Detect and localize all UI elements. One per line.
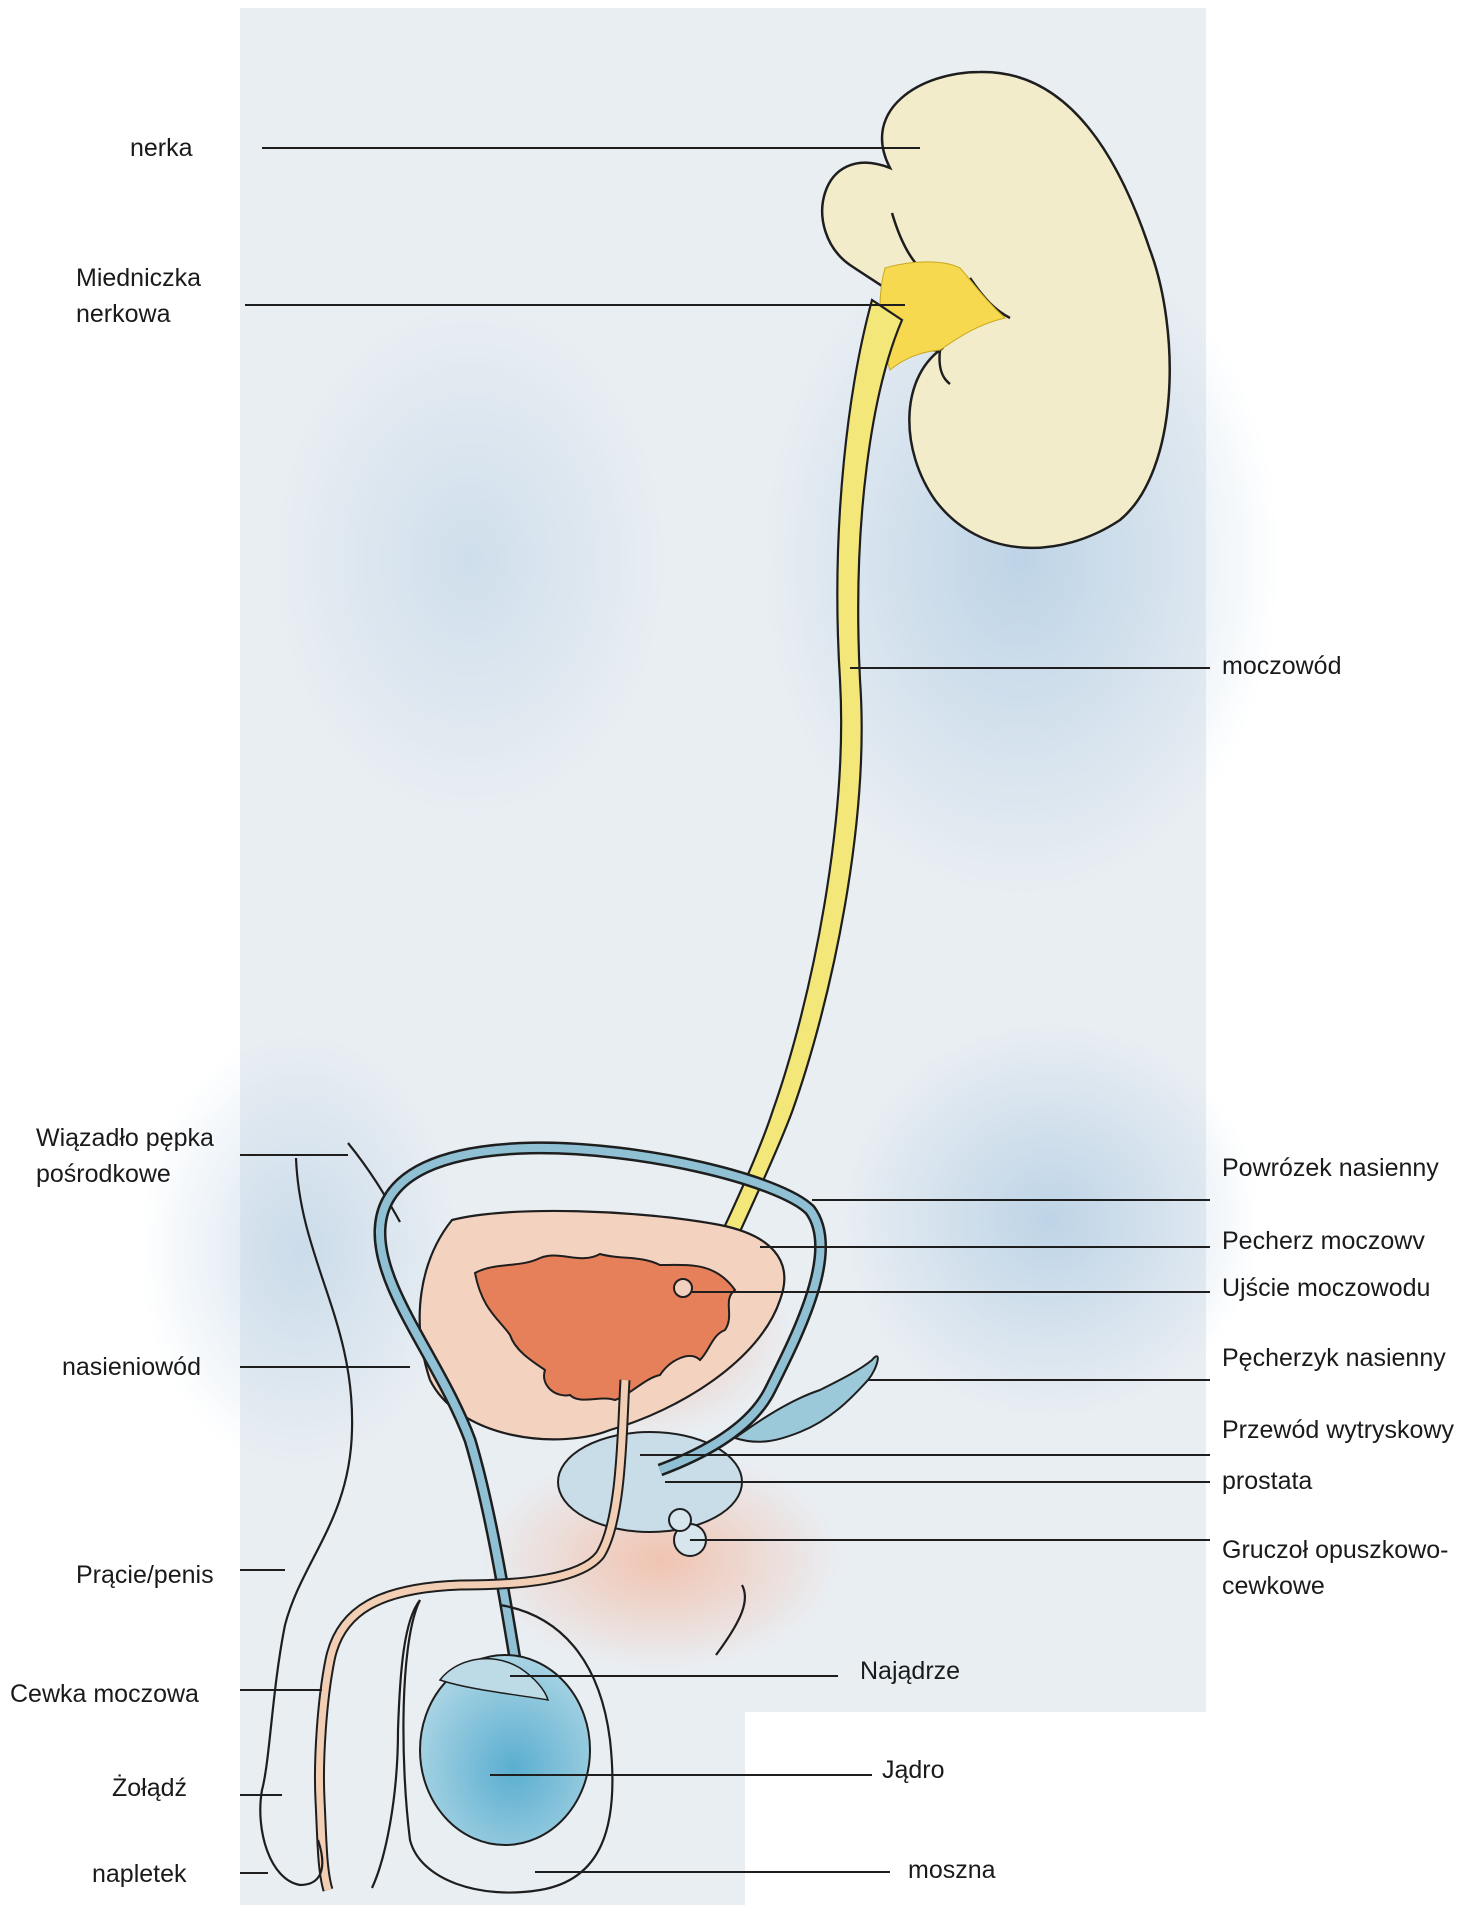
watercolor-wash <box>140 1030 460 1470</box>
label-prostata: prostata <box>1222 1463 1312 1499</box>
label-line: cewkowe <box>1222 1568 1448 1604</box>
label-line: Wiązadło pępka <box>36 1120 214 1156</box>
label-zoladz: Żołądź <box>112 1770 187 1806</box>
label-przewod: Przewód wytryskowy <box>1222 1412 1454 1448</box>
label-pecherz: Pecherz moczowv <box>1222 1223 1425 1259</box>
label-pecherzyk: Pęcherzyk nasienny <box>1222 1340 1446 1376</box>
label-najadrze: Najądrze <box>860 1653 960 1689</box>
label-nasieniowod: nasieniowód <box>62 1349 201 1385</box>
label-moczowod: moczowód <box>1222 648 1342 684</box>
label-gruczol: Gruczoł opuszkowo- cewkowe <box>1222 1532 1448 1604</box>
label-moszna: moszna <box>908 1852 996 1888</box>
watercolor-wash <box>270 300 670 820</box>
label-napletek: napletek <box>92 1856 187 1892</box>
label-nerka: nerka <box>130 130 193 166</box>
label-line: pośrodkowe <box>36 1156 214 1192</box>
label-powrozek: Powrózek nasienny <box>1222 1150 1439 1186</box>
label-line: Gruczoł opuszkowo- <box>1222 1532 1448 1568</box>
label-cewka: Cewka moczowa <box>10 1676 199 1712</box>
bulbourethral-gland <box>669 1509 691 1531</box>
label-miedniczka-nerkowa: Miedniczka nerkowa <box>76 260 201 332</box>
label-pracie: Prącie/penis <box>76 1557 214 1593</box>
label-line: Miedniczka <box>76 260 201 296</box>
label-ujscie: Ujście moczowodu <box>1222 1270 1430 1306</box>
label-jadro: Jądro <box>882 1752 945 1788</box>
label-line: nerkowa <box>76 296 201 332</box>
label-wiazadlo: Wiązadło pępka pośrodkowe <box>36 1120 214 1192</box>
watercolor-wash <box>840 1020 1260 1420</box>
ureteral-orifice <box>674 1279 692 1297</box>
